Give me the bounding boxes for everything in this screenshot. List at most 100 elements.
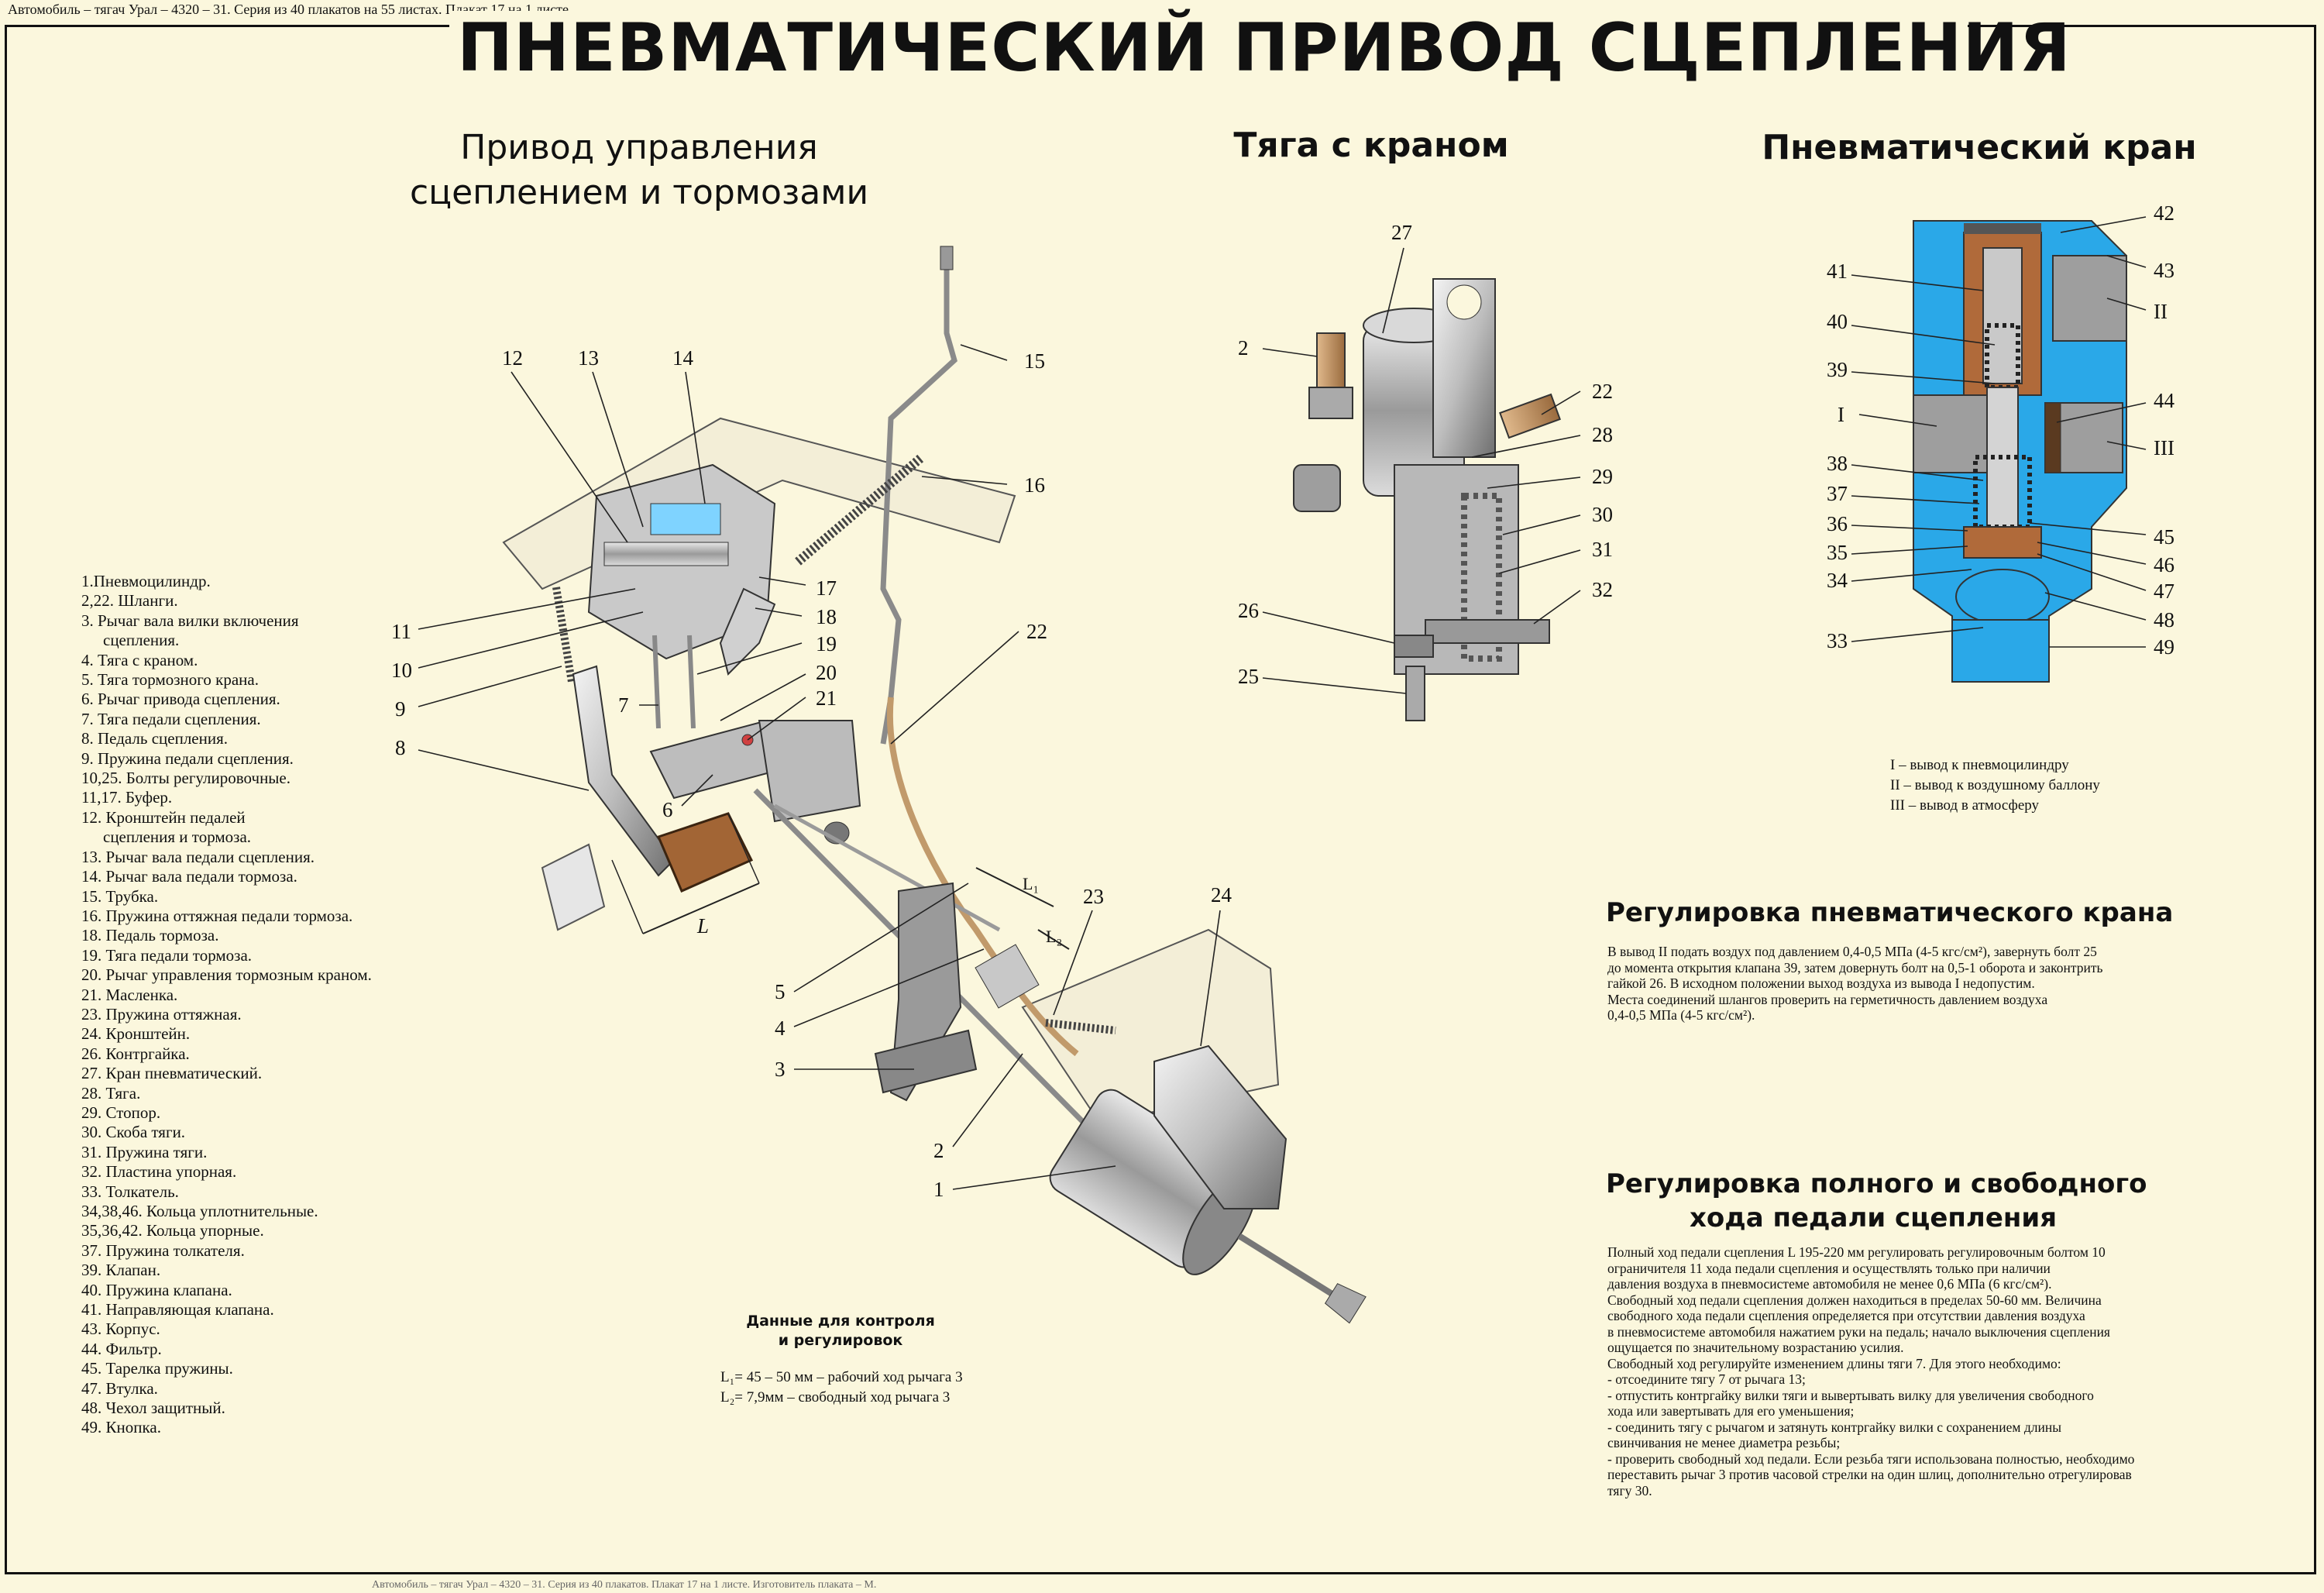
leader-22r xyxy=(1541,391,1581,415)
drive-assembly xyxy=(418,246,1367,1324)
leader-16 xyxy=(921,476,1008,485)
label-10: 10 xyxy=(391,659,412,682)
legend-item: 35,36,42. Кольца упорные. xyxy=(81,1221,264,1240)
pedal-shaft xyxy=(603,542,729,566)
label-II: II xyxy=(2154,300,2168,323)
label-23: 23 xyxy=(1083,885,1104,908)
legend-item: 23. Пружина оттяжная. xyxy=(81,1004,242,1024)
cylinder-rod xyxy=(1237,1233,1333,1296)
dimension-L-end2 xyxy=(727,813,760,884)
label-3: 3 xyxy=(775,1058,786,1081)
outlet-item: III – вывод в атмосферу xyxy=(1890,797,2040,814)
leader-III xyxy=(2106,441,2147,450)
leader-15 xyxy=(960,344,1008,361)
text-line: до момента открытия клапана 39, затем до… xyxy=(1607,959,2103,975)
leader-34 xyxy=(1851,569,1972,582)
leader-II xyxy=(2106,298,2147,311)
text-line: Места соединений шлангов проверить на ге… xyxy=(1607,991,2048,1007)
rod-fork xyxy=(1324,1283,1367,1324)
adjust-pedal-text: Полный ход педали сцепления L 195-220 мм… xyxy=(1607,1244,2134,1498)
label-30: 30 xyxy=(1592,503,1613,526)
label-20: 20 xyxy=(816,661,837,684)
legend-item: 27. Кран пневматический. xyxy=(81,1064,263,1083)
leader-48 xyxy=(2044,592,2147,621)
dimension-L xyxy=(642,883,760,934)
label-29: 29 xyxy=(1592,465,1613,488)
shaft-lever-13 xyxy=(650,503,721,535)
fitting-nut xyxy=(1308,387,1353,419)
legend-item: 14. Рычаг вала педали тормоза. xyxy=(81,867,297,886)
label-8: 8 xyxy=(395,736,406,759)
leader-29 xyxy=(1487,477,1581,489)
label-35: 35 xyxy=(1827,541,1848,564)
port-II xyxy=(2052,255,2127,342)
leader-23 xyxy=(1053,910,1093,1016)
control-data-title: Данные для контроля и регулировок xyxy=(713,1312,968,1350)
label-14: 14 xyxy=(672,346,693,370)
valve-39 xyxy=(1982,247,2023,384)
text-line: - отсоедините тягу 7 от рычага 13; xyxy=(1607,1371,1806,1387)
legend-item: 18. Педаль тормоза. xyxy=(81,926,219,945)
leader-13 xyxy=(592,371,644,528)
hose-stub-2 xyxy=(1316,332,1346,396)
legend-item: 21. Масленка. xyxy=(81,985,178,1004)
legend-item: 28. Тяга. xyxy=(81,1083,141,1103)
label-11: 11 xyxy=(391,620,411,643)
fork-hole xyxy=(1446,284,1482,320)
label-4: 4 xyxy=(775,1017,786,1040)
series-caption: Автомобиль – тягач Урал – 4320 – 31. Сер… xyxy=(8,2,572,17)
label-26: 26 xyxy=(1238,599,1259,622)
legend-item: 31. Пружина тяги. xyxy=(81,1142,208,1161)
filter-44 xyxy=(2044,402,2061,473)
leader-30 xyxy=(1502,514,1581,535)
leader-9 xyxy=(418,666,562,707)
legend-item: 32. Пластина упорная. xyxy=(81,1162,237,1182)
brake-tube xyxy=(880,260,957,745)
legend-item: 7. Тяга педали сцепления. xyxy=(81,709,261,728)
seal-rings xyxy=(1963,526,2042,559)
label-22: 22 xyxy=(1026,620,1047,643)
leader-45 xyxy=(2029,522,2147,535)
leader-I xyxy=(1858,414,1937,427)
text-line: хода или завертывать для его уменьшения; xyxy=(1607,1403,1855,1419)
label-48: 48 xyxy=(2154,608,2174,631)
legend-item: 29. Стопор. xyxy=(81,1103,161,1122)
top-ring-42 xyxy=(1964,223,2041,234)
plate-32 xyxy=(1425,619,1550,644)
control-data: L₁= 45 – 50 мм – рабочий ход рычага 3 L₂… xyxy=(720,1368,963,1408)
label-L1: L₁ xyxy=(1023,874,1040,893)
leader-24 xyxy=(1200,910,1221,1047)
label-42: 42 xyxy=(2154,201,2174,225)
leader-17 xyxy=(758,576,806,586)
outlet-item: II – вывод к воздушному баллону xyxy=(1890,777,2100,793)
clutch-pedal-pad xyxy=(656,812,754,893)
label-39: 39 xyxy=(1827,358,1848,381)
legend-item: 13. Рычаг вала педали сцепления. xyxy=(81,847,315,866)
label-44: 44 xyxy=(2154,389,2174,412)
dimension-L1 xyxy=(975,867,1054,907)
adjust-pedal-title: Регулировка полного и свободного хода пе… xyxy=(1606,1167,2147,1235)
legend-item: 34,38,46. Кольца уплотнительные. xyxy=(81,1202,318,1220)
legend-item: 3. Рычаг вала вилки включения xyxy=(81,611,299,630)
legend-item: 45. Тарелка пружины. xyxy=(81,1359,233,1378)
label-2-rod: 2 xyxy=(1238,336,1249,360)
legend-item: 8. Педаль сцепления. xyxy=(81,729,229,748)
label-34: 34 xyxy=(1827,569,1848,592)
leader-38 xyxy=(1851,464,1984,481)
legend-item: 44. Фильтр. xyxy=(81,1339,162,1358)
outlet-item: I – вывод к пневмоцилиндру xyxy=(1890,757,2069,773)
valve-heading: Пневматический кран xyxy=(1762,128,2197,167)
label-9: 9 xyxy=(395,697,406,721)
adjust-pedal-title-line1: Регулировка полного и свободного xyxy=(1606,1168,2147,1199)
label-16: 16 xyxy=(1024,473,1045,497)
legend-item: 20. Рычаг управления тормозным краном. xyxy=(81,965,372,985)
label-32: 32 xyxy=(1592,578,1613,601)
text-line: - отпустить контргайку вилки тяги и выве… xyxy=(1607,1387,2094,1403)
leader-47 xyxy=(2037,553,2147,591)
leader-6 xyxy=(681,774,713,807)
legend-item: 47. Втулка. xyxy=(81,1378,158,1398)
leader-11 xyxy=(418,588,636,630)
rod-leaders xyxy=(1262,247,1581,694)
adjust-pedal-title-line2: хода педали сцепления xyxy=(1689,1202,2058,1233)
label-15: 15 xyxy=(1024,349,1045,373)
